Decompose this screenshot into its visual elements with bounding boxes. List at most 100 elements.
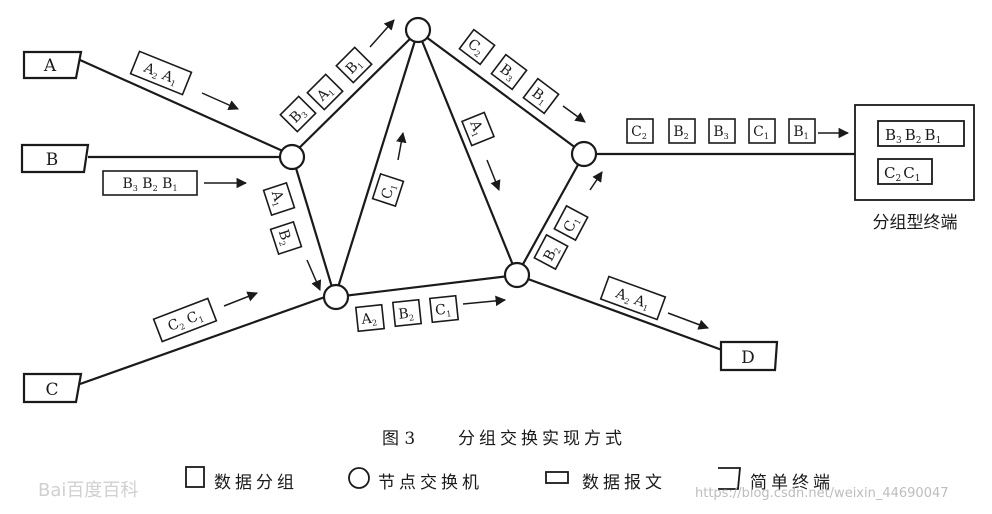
packet-bottom-2: B2: [391, 298, 423, 328]
packet-left-up-1: B3: [279, 95, 317, 133]
message-d-out: A2 A1: [599, 275, 667, 321]
packet-output-5: B1: [788, 118, 816, 144]
packet-right-down-1: C2: [458, 28, 496, 66]
legend-packet-icon: [185, 466, 205, 488]
link-n2-n3: [333, 30, 420, 298]
terminal-d-shape: [719, 340, 779, 372]
terminal-b-label: B: [46, 150, 59, 170]
legend-packet-label: 数据分组: [214, 473, 298, 493]
packet-label: C1: [753, 124, 769, 141]
link-n4-d: [516, 273, 723, 352]
terminal-b-shape: [20, 143, 90, 174]
packet-label: C1: [379, 181, 400, 201]
message-labels: A2 A1 B3 B2 B1 C2 C1 A2 A1: [102, 50, 667, 343]
packet-bottom-1: A2: [354, 303, 386, 333]
packet-left-vertical-2: B2: [269, 220, 303, 256]
packet-output-2: B2: [668, 118, 696, 144]
message-a-in: A2 A1: [129, 50, 193, 96]
terminal-d-label: D: [741, 348, 755, 368]
switch-node-3: [322, 283, 350, 311]
terminal-a-shape: [22, 50, 83, 80]
legend-message-icon: [545, 471, 569, 484]
packet-label: B2: [673, 124, 688, 141]
link-n4-n5: [516, 153, 585, 276]
switching-nodes: [278, 16, 598, 311]
figure-number: 图 3: [382, 429, 416, 449]
packet-center-up-1: C1: [371, 172, 405, 208]
packet-terminal-box: [854, 104, 975, 201]
watermark-left: Bai百度百科: [38, 480, 139, 501]
network-links: [79, 30, 857, 386]
link-a-n1: [79, 58, 286, 154]
packet-output-4: C1: [748, 118, 776, 144]
packet-label: A2: [360, 310, 378, 329]
figure-title: 分组交换实现方式: [458, 429, 626, 449]
arrow-c-flow: [223, 291, 258, 307]
message-c-in: C2 C1: [152, 297, 218, 343]
packet-right-vertical-1: B2: [533, 233, 569, 271]
switch-node-5: [570, 140, 598, 168]
packet-label: C1: [561, 214, 583, 236]
link-c-n3: [79, 295, 326, 386]
arrow-left-down: [306, 259, 322, 291]
legend: [185, 466, 741, 490]
packet-output-1: C2: [626, 118, 654, 144]
packet-label: C1: [434, 301, 452, 320]
legend-terminal-icon: [718, 467, 741, 490]
packet-label: B2: [398, 305, 415, 324]
arrow-left-up: [369, 19, 395, 48]
arrow-d-flow: [667, 312, 709, 330]
link-n1-n3: [290, 154, 337, 298]
packet-bottom-3: C1: [428, 294, 460, 324]
message-d-out-text: A2 A1: [612, 285, 652, 313]
packet-right-down-2: B3: [490, 53, 528, 91]
switch-node-2: [404, 16, 432, 44]
packet-terminal-line2-box: [877, 158, 933, 185]
message-b-in-text: B3 B2 B1: [122, 176, 177, 193]
packet-center-diag-1: A1: [460, 111, 496, 147]
message-a-in-text: A2 A1: [140, 60, 180, 89]
packet-left-up-2: A1: [306, 73, 344, 111]
arrow-center-up: [396, 131, 407, 161]
watermark-right: https://blog.csdn.net/weixin_44690047: [695, 486, 949, 501]
packet-left-up-3: B1: [335, 46, 373, 84]
link-n1-n2: [291, 30, 419, 156]
legend-terminal-label: 简单终端: [750, 473, 834, 493]
packet-terminal-caption: 分组型终端: [873, 213, 958, 233]
switch-node-4: [503, 261, 531, 289]
link-n2-n5: [417, 30, 585, 155]
link-n3-n4: [334, 273, 518, 299]
packet-left-vertical-1: A1: [262, 181, 296, 217]
packet-label: C2: [631, 124, 647, 141]
packet-label: B3: [713, 124, 728, 141]
legend-message-label: 数据报文: [582, 473, 666, 493]
link-n2-n4: [416, 30, 519, 276]
legend-node-label: 节点交换机: [378, 473, 483, 493]
packet-label: B2: [274, 228, 295, 248]
terminal-a-label: A: [43, 56, 57, 76]
packet-right-vertical-2: C1: [553, 204, 589, 242]
flow-arrows: [201, 19, 877, 330]
arrow-a-flow: [201, 92, 239, 110]
arrow-center-diag: [486, 159, 501, 191]
terminal-c-shape: [22, 372, 83, 404]
arrow-bottom: [462, 295, 507, 307]
packet-terminal-line1-box: [877, 120, 965, 147]
packet-label: B1: [793, 124, 808, 141]
message-c-in-text: C2 C1: [166, 307, 206, 336]
packet-output-3: B3: [708, 118, 736, 144]
arrow-right-down: [562, 105, 586, 123]
message-b-in: B3 B2 B1: [102, 170, 198, 196]
simple-terminals: [20, 50, 779, 404]
packet-right-down-3: B1: [522, 77, 560, 115]
packet-label: B2: [541, 243, 563, 265]
legend-node-icon: [348, 467, 370, 489]
arrow-right-up: [589, 171, 603, 191]
switch-node-1: [278, 143, 306, 171]
